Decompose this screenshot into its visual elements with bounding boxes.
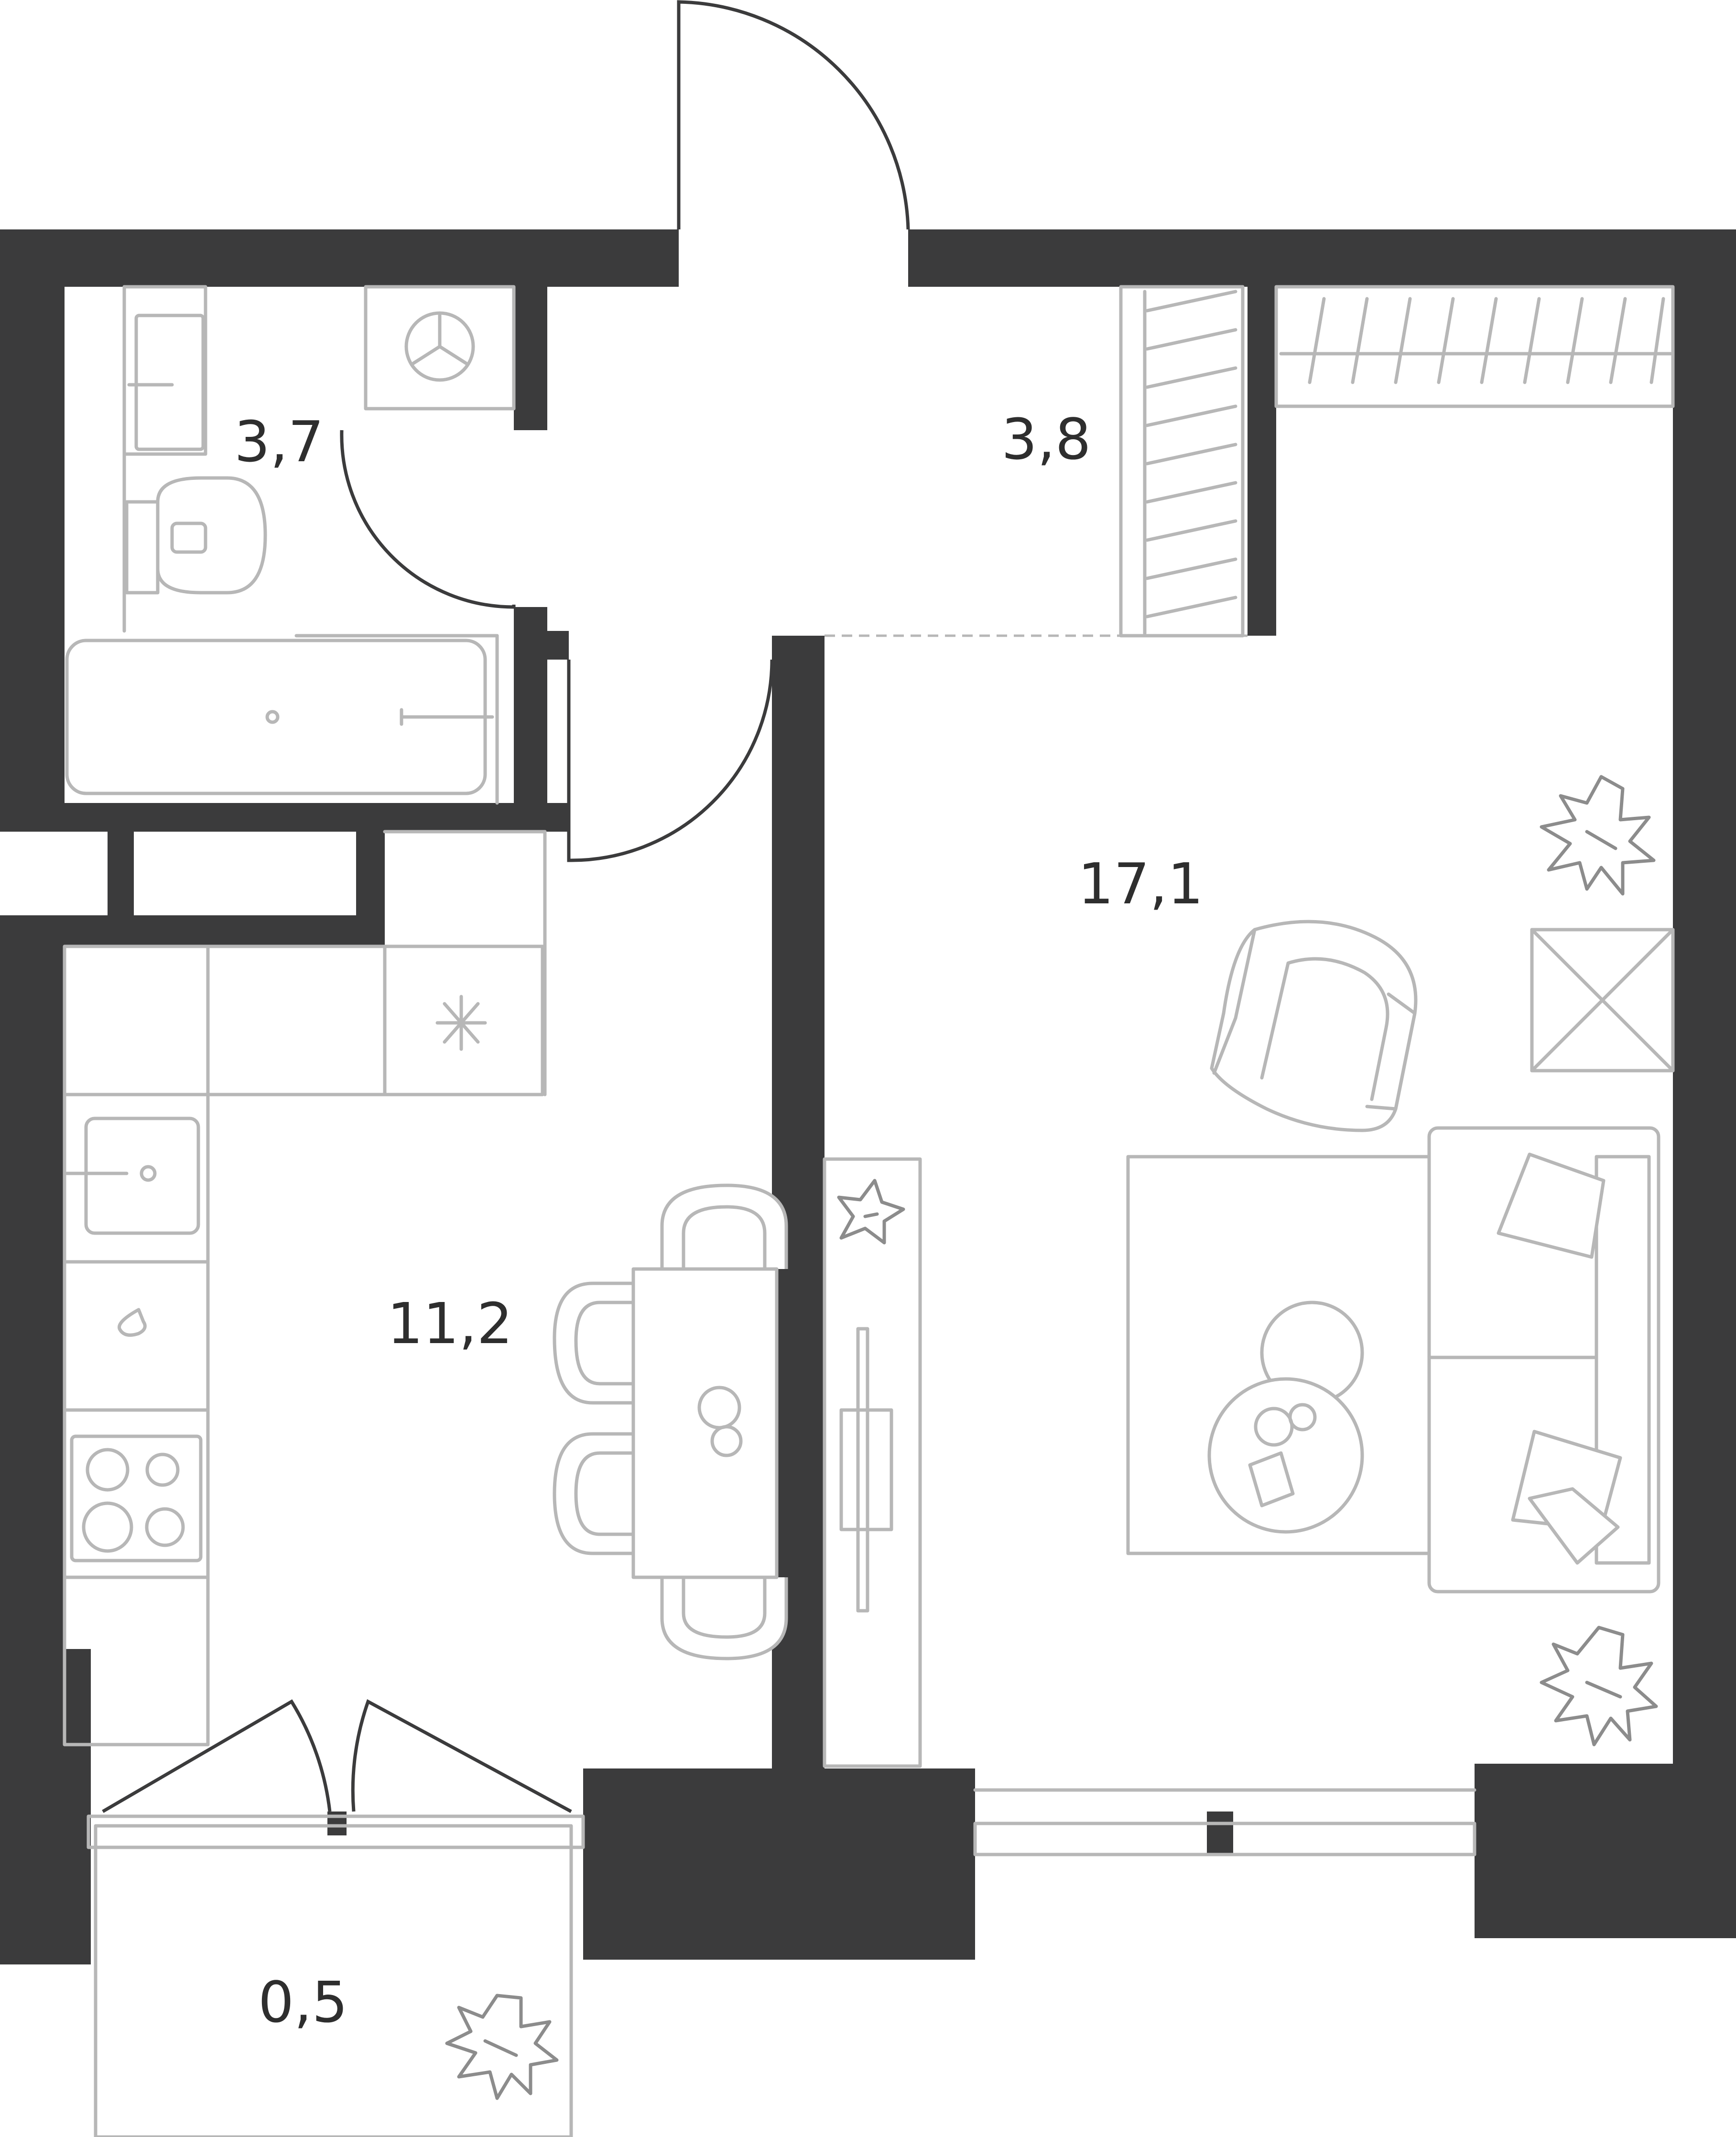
living-plant-top-icon: [1540, 775, 1656, 896]
burner-2: [145, 1453, 180, 1487]
toilet-tank: [125, 500, 160, 595]
kitchen-counter: [63, 1093, 210, 1746]
walls: [0, 229, 1736, 1964]
tv-base: [839, 1408, 893, 1531]
toilet-button: [170, 521, 207, 554]
wardrobe-area-label: 3,8: [1001, 406, 1091, 472]
entrance-door-swing: [677, 0, 910, 230]
coffee-cup-2: [1288, 1403, 1317, 1432]
dining-set: [553, 1183, 788, 1660]
burner-4: [145, 1507, 185, 1547]
wall-duct-bottom: [0, 915, 385, 946]
living-window-frame: [973, 1822, 1476, 1856]
tv-stand: [823, 1157, 922, 1768]
coffee-book: [1248, 1451, 1295, 1508]
wall-bottom-mullion: [1207, 1812, 1233, 1855]
bathroom-fixtures: [65, 285, 516, 805]
wall-bathroom-right-lower: [514, 607, 547, 827]
windows: [87, 1788, 1476, 2137]
balcony-door-left: [102, 1699, 332, 1813]
bathroom-area-label: 3,7: [234, 409, 324, 475]
fridge-snowflake-icon: [435, 995, 487, 1051]
washing-machine-drum: [404, 311, 475, 382]
living-plant-bottom-icon: [1540, 1626, 1658, 1746]
balcony-door-right: [351, 1699, 572, 1813]
wall-bathroom-bottom: [0, 803, 569, 832]
dishwasher-drop-icon: [118, 1308, 147, 1337]
wall-bathroom-jamb: [547, 631, 569, 660]
bathroom-door-swing: [340, 430, 516, 609]
wardrobe-shelf-vertical: [1119, 285, 1245, 638]
washing-machine-drum-lines: [412, 314, 468, 365]
dining-chair-left-lower: [553, 1432, 633, 1555]
area-labels: 3,7 3,8 17,1 11,2 0,5: [234, 406, 1204, 2035]
bathtub-faucet: [400, 708, 494, 726]
wardrobe-fixtures: [825, 285, 1675, 638]
wall-left-lower: [0, 937, 65, 1745]
wall-wardrobe-right: [1248, 287, 1276, 636]
tv: [856, 1327, 869, 1613]
coffee-table: [1207, 1377, 1364, 1534]
sofa-pillow-1: [1497, 1152, 1606, 1259]
wall-right: [1673, 229, 1736, 1831]
balcony-door-frame: [87, 1814, 585, 1849]
sofa-back: [1595, 1155, 1651, 1565]
bathtub-drain: [265, 710, 280, 724]
dining-chair-bottom: [660, 1577, 788, 1660]
wardrobe-shelf-horizontal: [1274, 285, 1675, 408]
wall-bathroom-right-upper: [514, 287, 547, 430]
wall-partition-jamb: [772, 636, 805, 660]
kitchen-area-label: 11,2: [387, 1291, 513, 1356]
wall-bottom-pier: [583, 1768, 975, 1960]
table-cup-2: [710, 1425, 743, 1457]
living-fixtures: [445, 775, 1675, 2100]
armchair-arm-right: [1365, 992, 1417, 1111]
wall-left-upper: [0, 229, 65, 817]
wall-panel: [1530, 928, 1675, 1073]
wall-right-bottom: [1475, 1764, 1736, 1938]
wardrobe-hangers-horizontal: [1308, 297, 1665, 384]
toilet: [156, 476, 267, 595]
dining-chair-top: [660, 1183, 788, 1269]
armchair-arm-left: [1212, 928, 1257, 1075]
burner-3: [82, 1501, 133, 1553]
dining-chair-left-upper: [553, 1281, 633, 1405]
balcony-area-label: 0,5: [258, 1969, 348, 2035]
stove: [70, 1434, 203, 1562]
wall-top-left: [0, 229, 679, 287]
balcony-outline: [94, 1824, 573, 2137]
sofa-pillow-3: [1528, 1487, 1620, 1565]
bathroom-sink: [134, 314, 205, 451]
fridge: [383, 944, 544, 1096]
coffee-cup-1: [1254, 1407, 1294, 1447]
kitchen-sink-drain: [140, 1165, 157, 1182]
kitchen-upper-cabinet: [63, 944, 387, 1096]
kitchen-fixtures: [63, 830, 547, 1746]
doors: [102, 0, 910, 1835]
wall-top-left-notch: [660, 229, 679, 258]
wardrobe-hangers-vertical: [1145, 290, 1237, 618]
balcony-plant-icon: [445, 1994, 559, 2100]
wall-left-bottom: [0, 1649, 91, 1964]
tv-stand-plant-icon: [837, 1179, 905, 1245]
wall-panel-cross: [1530, 928, 1675, 1073]
living-room-area-label: 17,1: [1078, 851, 1204, 917]
wall-top-right: [908, 229, 1736, 287]
burner-1: [86, 1448, 130, 1492]
kitchen-door-swing: [567, 659, 774, 862]
